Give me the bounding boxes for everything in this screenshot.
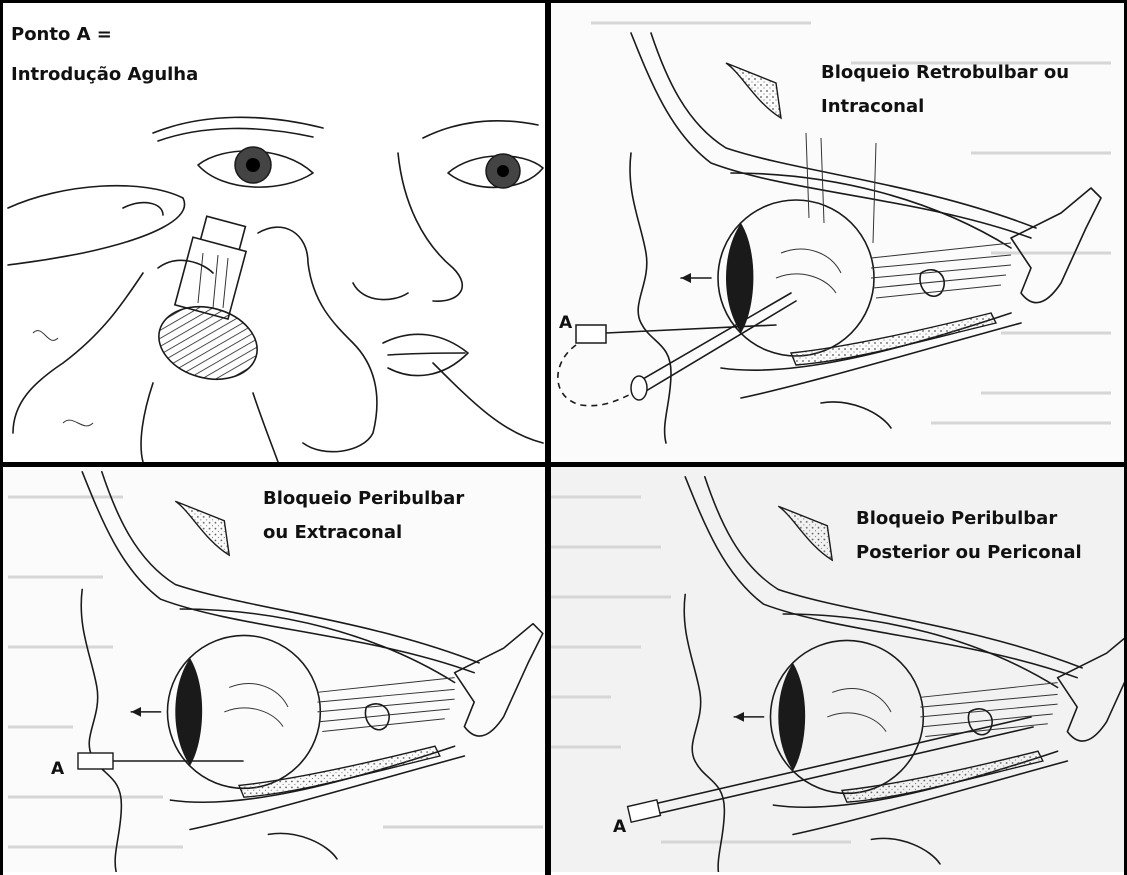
frame-left	[0, 0, 3, 875]
panel-peribulbar-extraconal-block: Bloqueio Peribulbar ou Extraconal A	[3, 467, 545, 872]
panel-title-line2: Introdução Agulha	[11, 61, 198, 89]
vertical-divider	[545, 0, 551, 875]
panel-retrobulbar-block: Bloqueio Retrobulbar ou Intraconal A	[551, 3, 1124, 462]
panel-title-line2: Posterior ou Periconal	[856, 539, 1082, 567]
horizontal-divider	[0, 462, 1127, 467]
panel-title-line1: Ponto A =	[11, 21, 112, 49]
point-a-label: A	[559, 313, 572, 333]
panel-title-line2: ou Extraconal	[263, 519, 402, 547]
panel-title-line1: Bloqueio Peribulbar	[263, 485, 464, 513]
panel-title-line2: Intraconal	[821, 93, 924, 121]
panel-title-line1: Bloqueio Peribulbar	[856, 505, 1057, 533]
panel-title-line1: Bloqueio Retrobulbar ou	[821, 59, 1069, 87]
frame-top	[0, 0, 1127, 3]
point-a-label: A	[613, 817, 626, 837]
panel-injection-point: Ponto A = Introdução Agulha	[3, 3, 545, 462]
point-a-label: A	[51, 759, 64, 779]
panel-peribulbar-posterior-block: Bloqueio Peribulbar Posterior ou Pericon…	[551, 467, 1124, 872]
